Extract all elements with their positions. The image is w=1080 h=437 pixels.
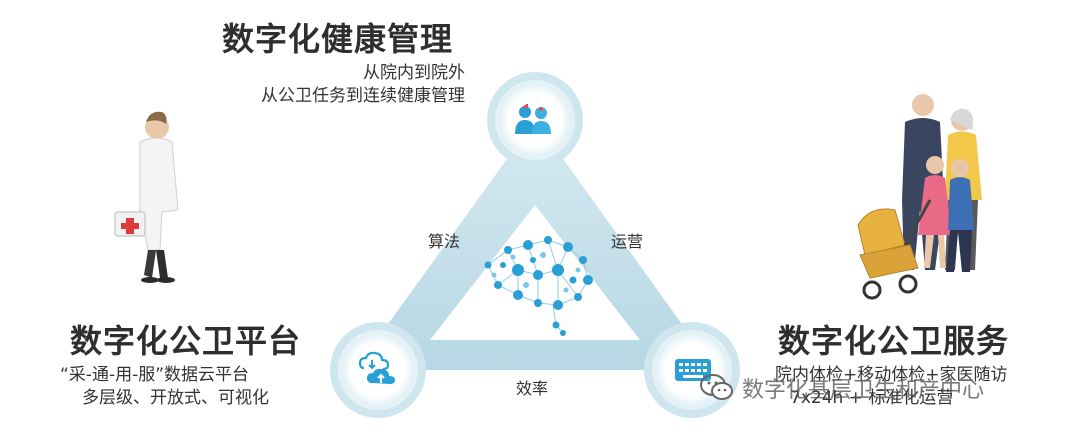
doctor-illustration: [114, 111, 179, 283]
triangle-label-operations: 运营: [611, 232, 644, 251]
watermark: 数字化基层卫生和产中心: [700, 372, 984, 404]
keyboard-icon: [675, 359, 711, 381]
top-title: 数字化健康管理: [222, 20, 454, 58]
watermark-text: 数字化基层卫生和产中心: [742, 378, 985, 403]
node-left: [338, 330, 418, 410]
left-subtitle-1: “采-通-用-服”数据云平台: [60, 365, 250, 385]
wechat-icon: [700, 374, 733, 400]
left-title: 数字化公卫平台: [70, 322, 302, 360]
family-illustration: [857, 94, 982, 300]
triangle-label-algorithm: 算法: [428, 232, 461, 251]
brain-network-icon: [484, 236, 593, 336]
right-title: 数字化公卫服务: [778, 322, 1010, 360]
triangle-label-efficiency: 效率: [516, 379, 549, 398]
node-top: [495, 80, 575, 160]
top-subtitle-1: 从院内到院外: [363, 63, 465, 83]
cloud-sync-icon: [358, 351, 395, 384]
doctors-icon: [515, 104, 551, 134]
left-subtitle-2: 多层级、开放式、可视化: [82, 388, 269, 408]
top-subtitle-2: 从公卫任务到连续健康管理: [261, 86, 465, 106]
right-subtitle-1: 院内体检+移动体检+家医随访: [775, 365, 1008, 385]
right-subtitle-2: 7x24h + 标准化运营: [790, 388, 954, 408]
node-right: [652, 330, 732, 410]
